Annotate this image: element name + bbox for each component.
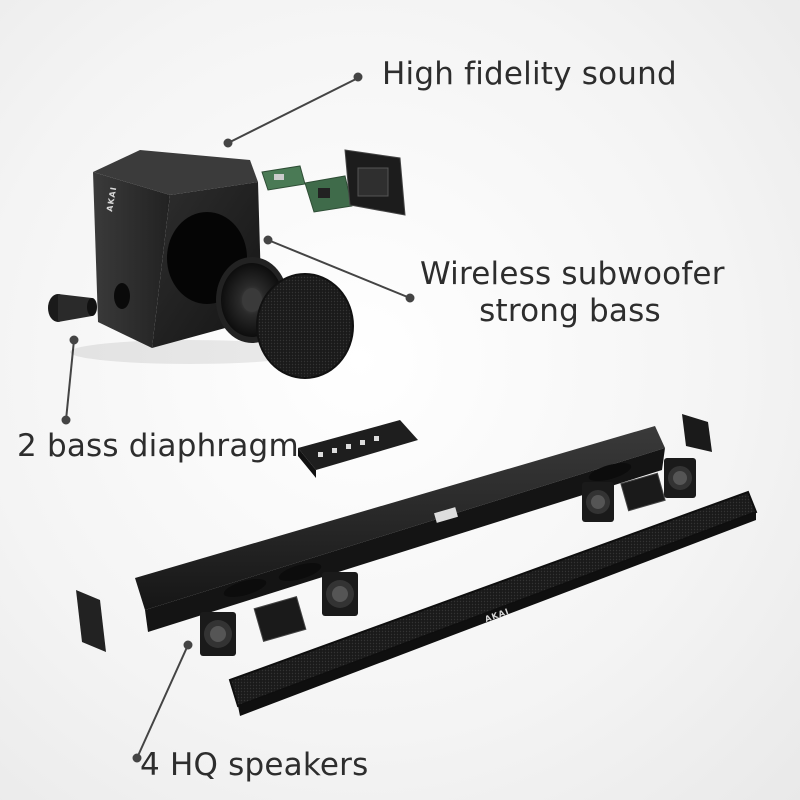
subwoofer: AKAI bbox=[70, 150, 310, 364]
mounting-bracket bbox=[298, 420, 418, 478]
end-cap-left bbox=[76, 590, 106, 652]
subwoofer-logo: AKAI bbox=[105, 186, 118, 213]
subwoofer-grille bbox=[256, 273, 354, 379]
bass-port bbox=[48, 294, 97, 322]
soundbar-body bbox=[135, 426, 665, 632]
callout-lines bbox=[61, 72, 415, 763]
callout-high-fidelity-sound: High fidelity sound bbox=[382, 56, 677, 92]
callout-subwoofer-line1: Wireless subwoofer bbox=[420, 256, 725, 292]
hq-speakers bbox=[200, 458, 696, 656]
callout-hq-speakers: 4 HQ speakers bbox=[140, 747, 369, 783]
callout-subwoofer-line2: strong bass bbox=[479, 293, 661, 329]
callout-wireless-subwoofer: Wireless subwoofer strong bass bbox=[420, 256, 725, 330]
end-cap-right bbox=[682, 414, 712, 452]
circuit-boards bbox=[261, 149, 406, 216]
soundbar-front-grille: AKAI bbox=[228, 490, 758, 716]
callout-bass-diaphragm: 2 bass diaphragm bbox=[17, 428, 299, 464]
